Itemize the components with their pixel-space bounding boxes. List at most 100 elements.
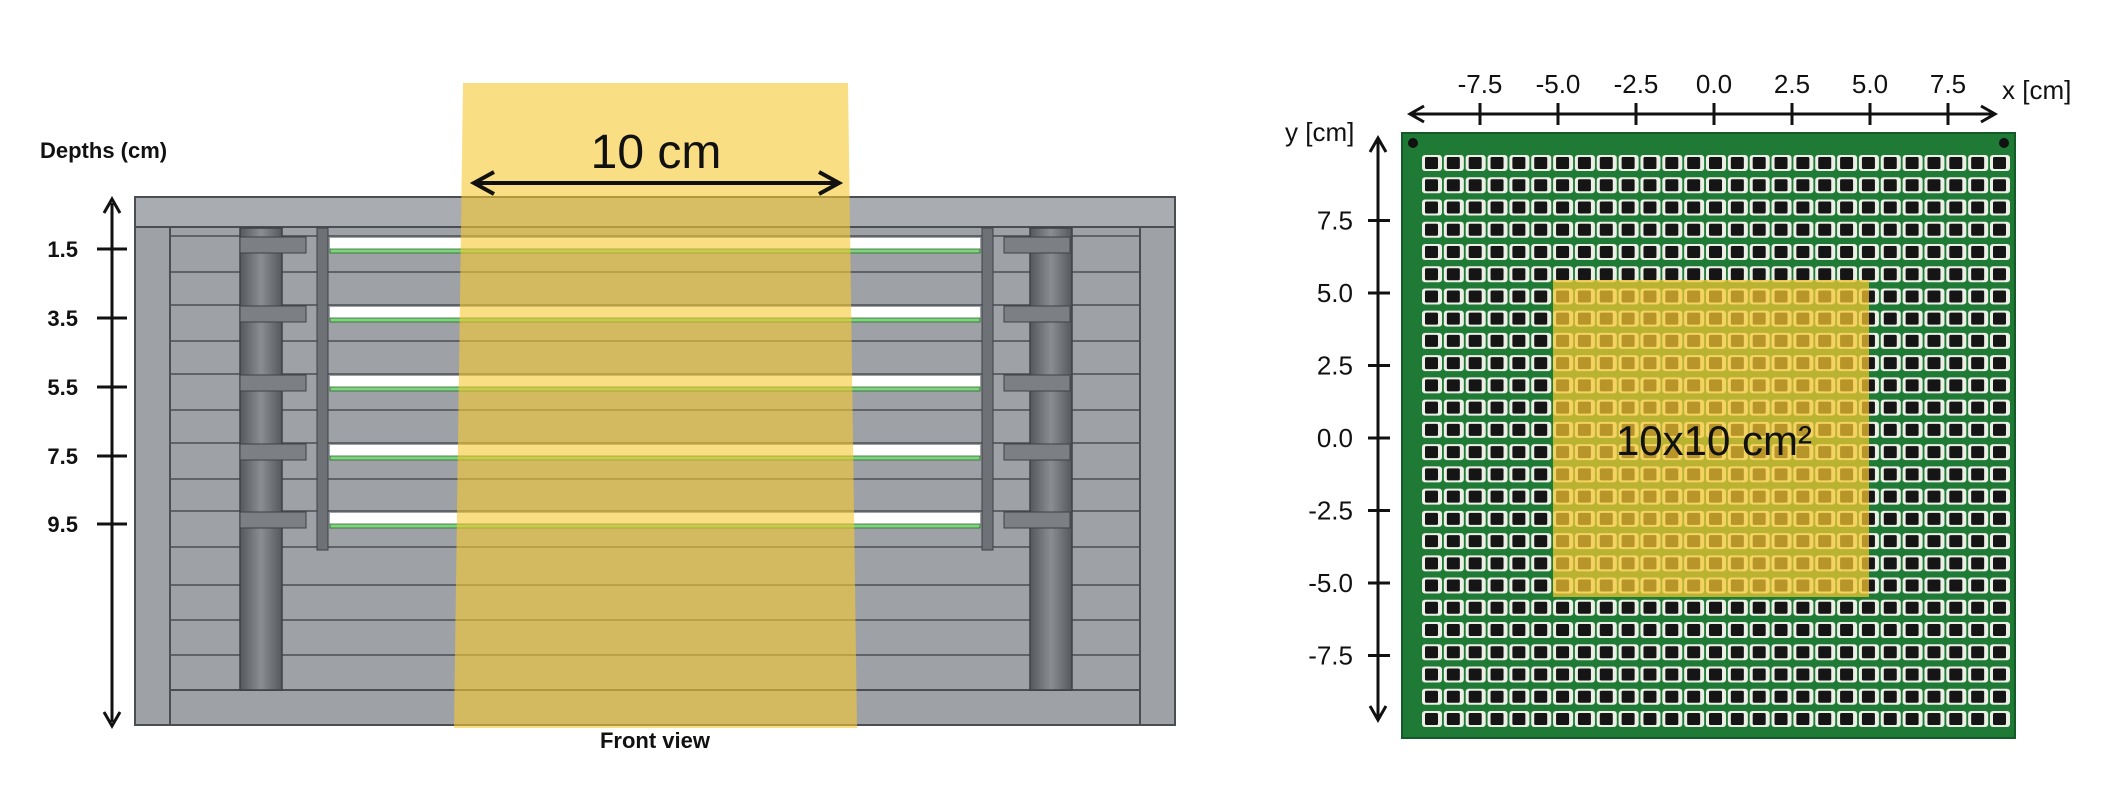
sensor-chip: [1840, 245, 1854, 258]
sensor-chip: [1446, 357, 1460, 370]
x-tick-label: 0.0: [1696, 69, 1732, 99]
sensor-chip: [1687, 601, 1701, 614]
sensor-chip: [1883, 535, 1897, 548]
sensor-chip: [1446, 423, 1460, 436]
sensor-chip: [1905, 490, 1919, 503]
sensor-chip: [1993, 334, 2006, 347]
sensor-chip: [1468, 601, 1482, 614]
sensor-chip: [1993, 245, 2006, 258]
sensor-chip: [1971, 624, 1985, 637]
sensor-chip: [1512, 157, 1526, 169]
sensor-chip: [1643, 201, 1657, 214]
sensor-chip: [1971, 357, 1985, 370]
sensor-chip: [1840, 157, 1854, 169]
y-tick-label: 0.0: [1317, 423, 1353, 453]
sensor-chip: [1971, 601, 1985, 614]
sensor-chip: [1971, 179, 1985, 192]
slot-brackets: [239, 236, 1071, 529]
sensor-chip: [1971, 245, 1985, 258]
sensor-chip: [1534, 579, 1548, 592]
sensor-chip: [1425, 557, 1438, 570]
sensor-chip: [1468, 668, 1482, 681]
sensor-chip: [1512, 468, 1526, 481]
sensor-chip: [1534, 490, 1548, 503]
sensor-chip: [1468, 512, 1482, 525]
sensor-chip: [1446, 446, 1460, 459]
sensor-chip: [1709, 690, 1722, 703]
sensor-chip: [1949, 690, 1963, 703]
sensor-chip: [1971, 512, 1985, 525]
sensor-chip: [1446, 268, 1460, 281]
sensor-chip: [1730, 157, 1744, 169]
sensor-chip: [1490, 512, 1504, 525]
sensor-chip: [1883, 157, 1897, 169]
sensor-chip: [1490, 201, 1504, 214]
sensor-chip: [1512, 535, 1526, 548]
sensor-chip: [1949, 290, 1963, 303]
sensor-chip: [1774, 157, 1788, 169]
sensor-chip: [1709, 646, 1722, 659]
y-tick-label: -2.5: [1308, 496, 1353, 526]
sensor-chip: [1665, 201, 1679, 214]
sensor-chip: [1425, 423, 1438, 436]
sensor-chip: [1665, 713, 1679, 725]
sensor-chip: [1446, 312, 1460, 325]
sensor-chip: [1752, 245, 1766, 258]
sensor-chip: [1490, 312, 1504, 325]
sensor-chip: [1468, 312, 1482, 325]
left-thin-rod: [316, 227, 329, 551]
sensor-chip: [1512, 401, 1526, 414]
sensor-chip: [1883, 290, 1897, 303]
sensor-chip: [1774, 268, 1788, 281]
sensor-chip: [1927, 401, 1941, 414]
sensor-chip: [1425, 223, 1438, 236]
sensor-chip: [1796, 601, 1810, 614]
sensor-chip: [1709, 245, 1722, 258]
sensor-chip: [1512, 268, 1526, 281]
y-tick-label: 2.5: [1317, 351, 1353, 381]
sensor-chip: [1534, 157, 1548, 169]
sensor-chip: [1949, 312, 1963, 325]
sensor-chip: [1621, 201, 1635, 214]
sensor-chip: [1883, 379, 1897, 392]
sensor-chip: [1993, 601, 2006, 614]
sensor-chip: [1468, 535, 1482, 548]
sensor-chip: [1774, 646, 1788, 659]
sensor-chip: [1512, 357, 1526, 370]
sensor-chip: [1730, 624, 1744, 637]
depths-title: Depths (cm): [40, 138, 167, 163]
sensor-chip: [1949, 401, 1963, 414]
sensor-chip: [1905, 401, 1919, 414]
sensor-chip: [1577, 601, 1591, 614]
sensor-chip: [1468, 179, 1482, 192]
sensor-chip: [1774, 245, 1788, 258]
sensor-chip: [1796, 223, 1810, 236]
sensor-chip: [1643, 245, 1657, 258]
sensor-chip: [1883, 646, 1897, 659]
sensor-chip: [1927, 268, 1941, 281]
sensor-chip: [1512, 690, 1526, 703]
sensor-chip: [1840, 624, 1854, 637]
sensor-chip: [1971, 446, 1985, 459]
sensor-chip: [1993, 423, 2006, 436]
sensor-chip: [1905, 223, 1919, 236]
sensor-chip: [1665, 223, 1679, 236]
sensor-chip: [1446, 690, 1460, 703]
sensor-chip: [1687, 223, 1701, 236]
sensor-chip: [1665, 601, 1679, 614]
sensor-chip: [1993, 690, 2006, 703]
sensor-chip: [1883, 268, 1897, 281]
sensor-chip: [1643, 268, 1657, 281]
sensor-chip: [1512, 713, 1526, 725]
sensor-chip: [1425, 357, 1438, 370]
beam-width-arrowhead-right: [818, 170, 844, 196]
sensor-chip: [1621, 624, 1635, 637]
sensor-chip: [1993, 223, 2006, 236]
sensor-chip: [1949, 624, 1963, 637]
sensor-chip: [1905, 601, 1919, 614]
sensor-chip: [1534, 668, 1548, 681]
sensor-chip: [1512, 312, 1526, 325]
sensor-chip: [1468, 157, 1482, 169]
sensor-chip: [1490, 446, 1504, 459]
